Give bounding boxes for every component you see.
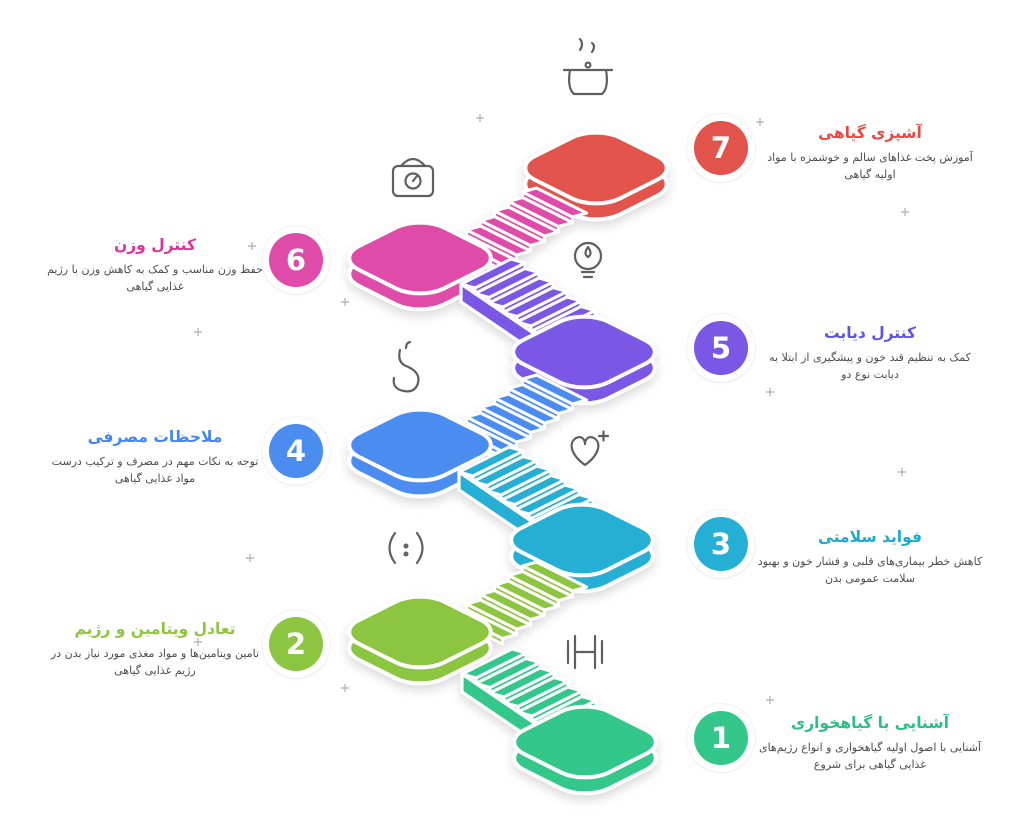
dumbbell-icon bbox=[566, 634, 604, 670]
step-4-number-badge: 4 bbox=[269, 424, 323, 478]
stomach-icon bbox=[392, 340, 420, 393]
step-3-number-badge: 3 bbox=[694, 517, 748, 571]
kitchen-scale-icon bbox=[391, 157, 435, 198]
step-5-label-block: کنترل دیابت کمک به تنظیم قند خون و پیشگی… bbox=[745, 324, 995, 383]
step-3-description: کاهش خطر بیماری‌های قلبی و فشار خون و به… bbox=[757, 555, 983, 586]
stairs-4-to-5 bbox=[450, 373, 589, 459]
step-5-number-badge: 5 bbox=[694, 321, 748, 375]
step-6-title: کنترل وزن bbox=[114, 236, 196, 254]
platform-2 bbox=[335, 590, 505, 691]
step-1-title: آشنایی با گیاهخواری bbox=[791, 714, 949, 732]
step-6-label-block: کنترل وزن حفظ وزن مناسب و کمک به کاهش وز… bbox=[30, 236, 280, 295]
step-7-title: آشپزی گیاهی bbox=[818, 124, 922, 142]
step-2-description: تامین ویتامین‌ها و مواد مغذی مورد نیاز ب… bbox=[50, 647, 260, 678]
staircase-scene bbox=[335, 126, 681, 801]
step-2-number-badge: 2 bbox=[269, 617, 323, 671]
step-6-number-badge: 6 bbox=[269, 233, 323, 287]
platform-6 bbox=[335, 216, 505, 317]
step-6-description: حفظ وزن مناسب و کمک به کاهش وزن با رژیم … bbox=[47, 263, 263, 294]
step-7-number-badge: 7 bbox=[694, 121, 748, 175]
step-5-description: کمک به تنظیم قند خون و پیشگیری از ابتلا … bbox=[769, 351, 971, 382]
pills-icon bbox=[388, 531, 424, 565]
step-2-label-block: تعادل ویتامین و رژیم تامین ویتامین‌ها و … bbox=[30, 620, 280, 679]
step-1-description: آشنایی با اصول اولیه گیاهخواری و انواع ر… bbox=[758, 741, 982, 772]
step-3-label-block: فواید سلامتی کاهش خطر بیماری‌های قلبی و … bbox=[745, 528, 995, 587]
platform-1 bbox=[500, 700, 670, 801]
step-4-description: توجه به نکات مهم در مصرف و ترکیب درست مو… bbox=[51, 455, 259, 486]
step-5-title: کنترل دیابت bbox=[824, 324, 916, 342]
step-7-description: آموزش پخت غذاهای سالم و خوشمزه با مواد ا… bbox=[767, 151, 973, 182]
step-1-number-badge: 1 bbox=[694, 711, 748, 765]
cooking-pot-icon bbox=[562, 37, 614, 96]
step-1-label-block: آشنایی با گیاهخواری آشنایی با اصول اولیه… bbox=[745, 714, 995, 773]
step-4-label-block: ملاحظات مصرفی توجه به نکات مهم در مصرف و… bbox=[30, 428, 280, 487]
step-2-title: تعادل ویتامین و رژیم bbox=[74, 620, 236, 638]
stairs-2-to-3 bbox=[450, 560, 589, 646]
step-3-title: فواید سلامتی bbox=[818, 528, 922, 546]
step-7-label-block: آشپزی گیاهی آموزش پخت غذاهای سالم و خوشم… bbox=[745, 124, 995, 183]
sparkle-decorations bbox=[194, 114, 909, 704]
step-4-title: ملاحظات مصرفی bbox=[87, 428, 223, 446]
glucose-meter-icon bbox=[573, 241, 603, 279]
heart-plus-icon bbox=[570, 430, 610, 467]
